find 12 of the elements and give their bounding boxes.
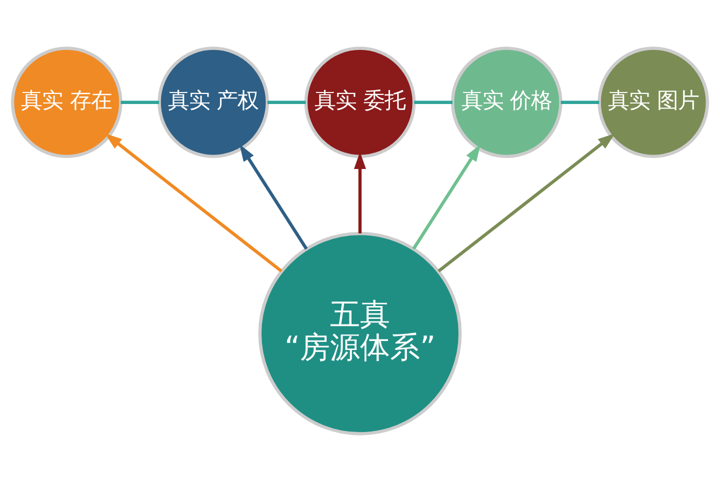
connector bbox=[414, 100, 452, 104]
arrow bbox=[438, 132, 616, 272]
arrow bbox=[104, 132, 282, 272]
node-circle: 真实 价格 bbox=[451, 46, 562, 158]
node-circle: 五真 “房源体系” bbox=[258, 231, 462, 435]
connector bbox=[560, 100, 600, 104]
node-circle: 真实 产权 bbox=[158, 46, 269, 158]
arrow bbox=[412, 144, 481, 250]
connector bbox=[267, 100, 306, 104]
connector bbox=[120, 100, 160, 104]
node-circle: 真实 委托 bbox=[304, 46, 416, 158]
arrow bbox=[239, 144, 308, 250]
